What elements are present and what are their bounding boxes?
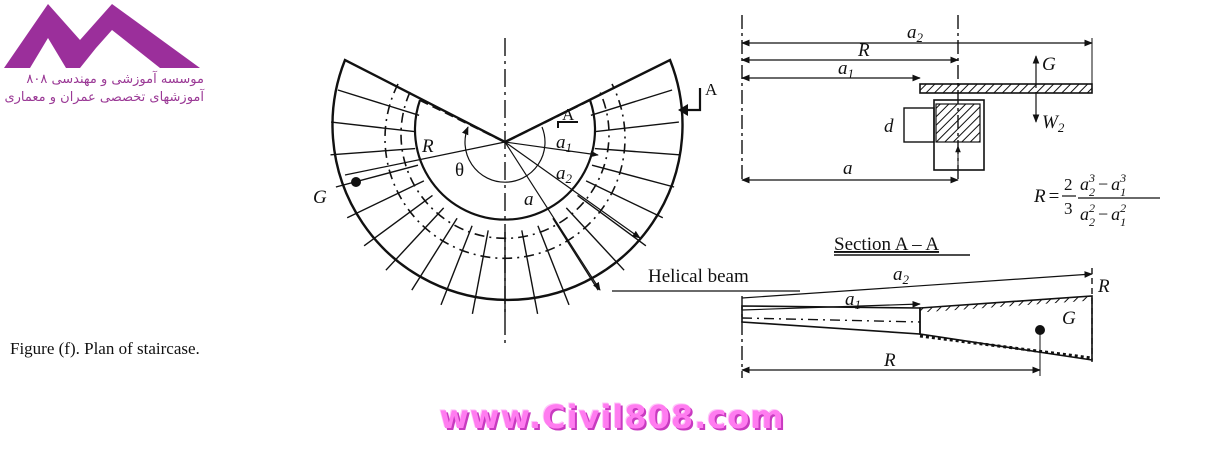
plan-label-a1: a1 [556, 132, 572, 155]
tread-line [331, 121, 416, 133]
plan-label-R: R [421, 136, 434, 157]
aa-beam-hatch-top [919, 295, 1093, 313]
plan-centroid-G [351, 177, 361, 187]
tread-line [346, 180, 425, 219]
tread-line [471, 230, 489, 315]
plan-radius-a2 [504, 141, 641, 239]
tread-line [577, 194, 647, 247]
plan-label-theta: θ [455, 160, 464, 181]
aa-label-G: G [1062, 308, 1076, 329]
tread-line [537, 225, 570, 306]
tread-label-a1: a1 [838, 58, 854, 81]
aa-beam-dashed [741, 317, 921, 323]
plan-view [330, 38, 800, 346]
tread-slab [919, 83, 1093, 94]
tread-line [591, 164, 675, 188]
section-aa-title: Section A – A [834, 234, 939, 255]
tread-line [594, 121, 679, 133]
aa-label-a2: a2 [893, 264, 910, 287]
section-mark-arrow-inner [557, 121, 578, 128]
formula-lhs: R= [1033, 186, 1059, 207]
plan-outer-boundary [331, 58, 684, 302]
aa-dim-a2 [741, 271, 1093, 299]
beam-hatched-core [935, 103, 981, 143]
logo-text-line1: موسسه آموزشی و مهندسی ۸۰۸ [26, 72, 204, 87]
tread-line [552, 217, 599, 291]
tread-label-a: a [843, 158, 853, 179]
tread-line [330, 147, 416, 156]
aa-beam-hatch-bottom [919, 334, 1093, 360]
tread-line [565, 207, 625, 271]
plan-theta-arc [462, 126, 546, 183]
plan-radius-R [344, 141, 506, 176]
formula-coef-num: 2 [1064, 175, 1073, 194]
tread-label-W2: W2 [1042, 112, 1065, 135]
plan-label-a: a [524, 189, 534, 210]
figure-caption: Figure (f). Plan of staircase. [10, 339, 200, 358]
tread-label-a2: a2 [907, 22, 924, 45]
tread-label-R: R [857, 40, 870, 61]
aa-label-R-bottom: R [883, 350, 896, 371]
aa-centroid-G [1035, 325, 1045, 335]
tread-line [363, 194, 433, 247]
tread-line [440, 225, 473, 306]
section-mark-arrow-right [688, 88, 702, 112]
tread-line [585, 180, 664, 219]
logo-text-line2: آموزشهای تخصصی عمران و معماری [4, 90, 204, 105]
website-watermark: www.Civil808.com [439, 398, 785, 436]
plan-label-G: G [313, 187, 327, 208]
tread-line [385, 207, 445, 271]
plan-radius-a [504, 141, 601, 291]
section-mark-label-1: A [705, 80, 718, 99]
plan-top-left-dashed [419, 99, 506, 143]
plan-treads [330, 89, 680, 317]
plan-label-a2: a2 [556, 163, 573, 186]
formula-coef-den: 3 [1064, 199, 1073, 218]
tread-section [741, 15, 1093, 184]
aa-label-R-top: R [1097, 276, 1110, 297]
d-bracket [903, 107, 935, 143]
section-mark-arrow-right-head [678, 104, 688, 116]
tread-line [337, 89, 420, 116]
tread-line [594, 147, 680, 156]
plan-radius-a1 [504, 141, 599, 158]
tread-label-G: G [1042, 54, 1056, 75]
tread-line [521, 230, 539, 315]
tread-line [335, 164, 419, 188]
section-mark-label-2: A [562, 105, 575, 124]
aa-label-a1: a1 [845, 289, 861, 312]
logo [4, 4, 200, 68]
section-aa [741, 268, 1093, 378]
plan-top-right-dashed [504, 99, 591, 143]
tread-line [590, 89, 673, 116]
logo-mark [4, 4, 200, 68]
helical-beam-label: Helical beam [648, 266, 749, 287]
tread-label-d: d [884, 116, 894, 137]
tread-line [411, 217, 458, 291]
